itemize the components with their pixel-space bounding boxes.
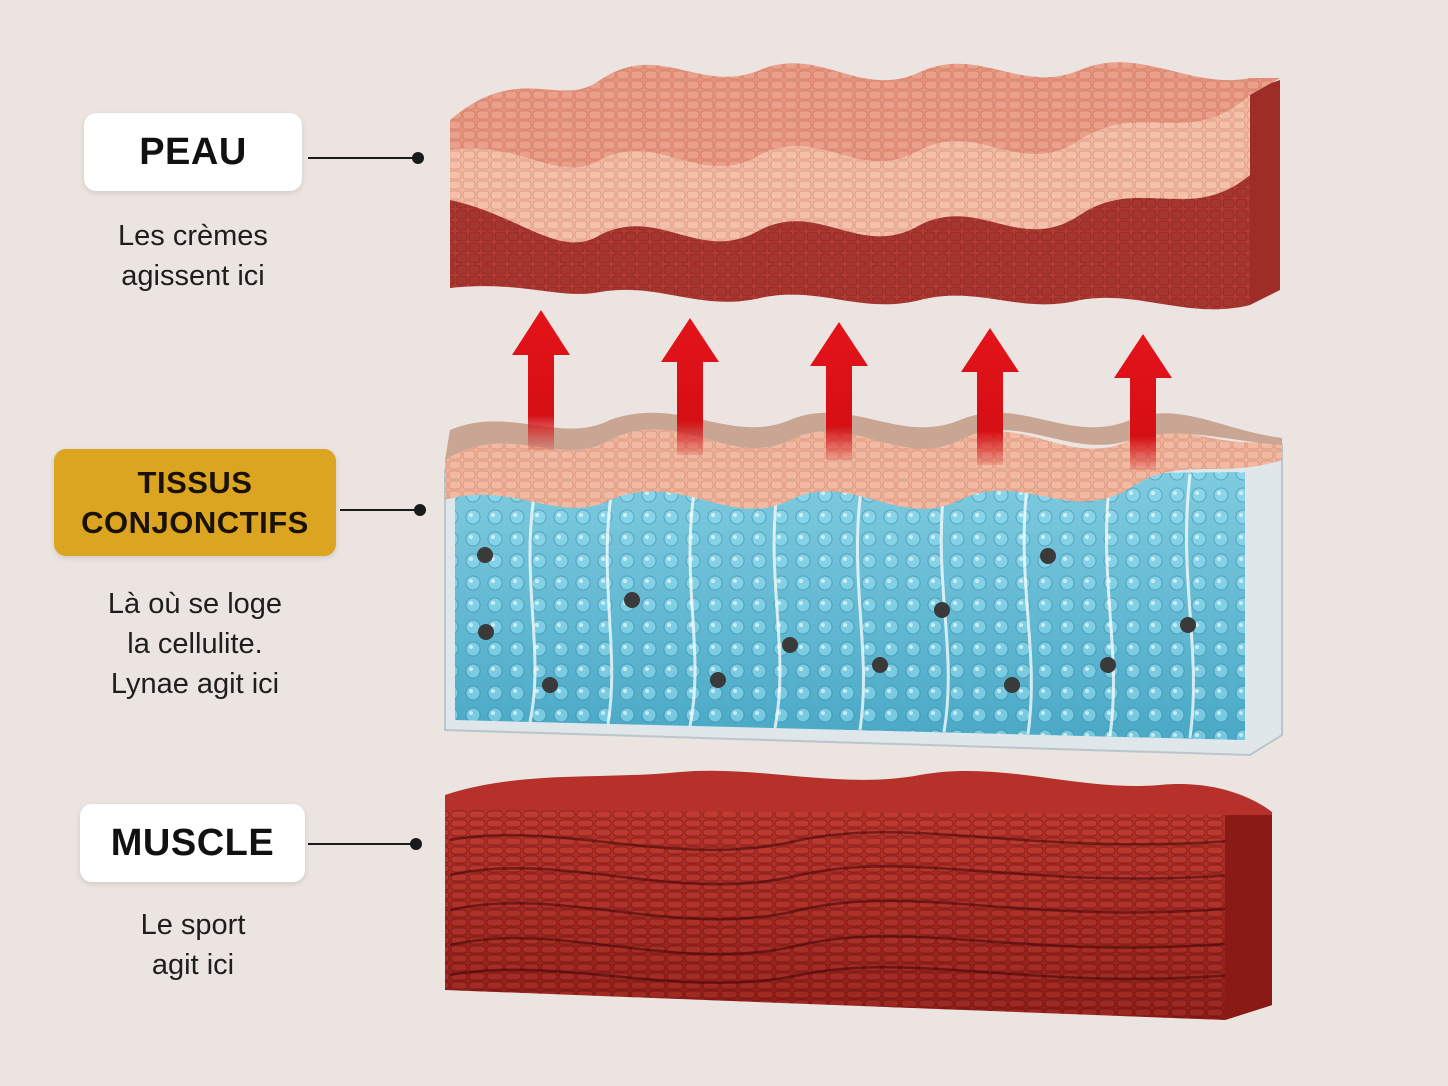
up-arrow-icon: [810, 322, 868, 460]
peau-label: PEAU: [84, 113, 302, 191]
tissus-title: TISSUS CONJONCTIFS: [81, 464, 309, 540]
muscle-label: MUSCLE: [80, 804, 305, 882]
up-arrow-icon: [512, 310, 570, 450]
tissus-label: TISSUS CONJONCTIFS: [54, 449, 336, 556]
fat-inclusions: [477, 547, 1196, 693]
connective-tissue-block: [444, 412, 1283, 757]
muscle-caption: Le sport agit ici: [140, 909, 246, 981]
muscle-fibers: [449, 830, 1269, 984]
peau-caption: Les crèmes agissent ici: [118, 220, 268, 292]
up-arrow-icon: [961, 328, 1019, 465]
up-arrow-icon: [661, 318, 719, 455]
muscle-block: [445, 770, 1272, 1020]
tissus-caption: Là où se loge la cellulite. Lynae agit i…: [107, 588, 283, 700]
peau-title: PEAU: [139, 131, 247, 173]
up-arrow-icon: [1114, 334, 1172, 470]
fibrous-septa: [528, 473, 1195, 739]
upward-arrows: [512, 310, 1172, 470]
skin-block: [450, 62, 1280, 310]
muscle-title: MUSCLE: [110, 822, 275, 864]
